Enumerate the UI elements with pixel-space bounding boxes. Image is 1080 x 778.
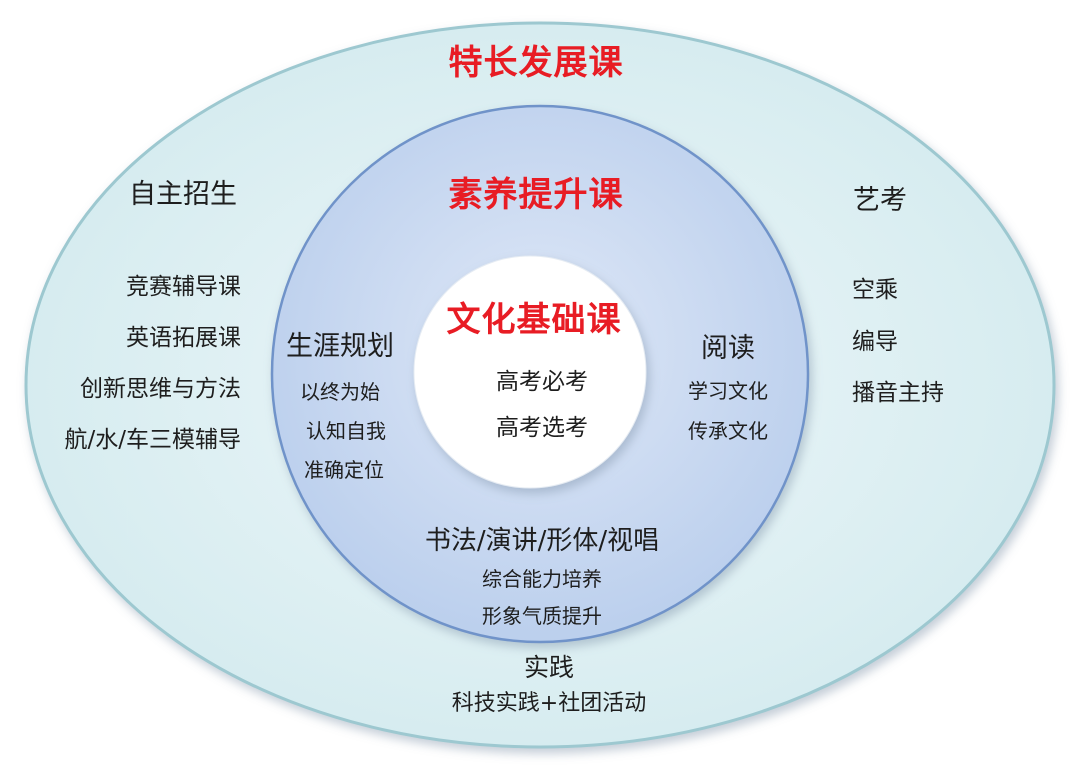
middle-right-item: 传承文化 — [688, 419, 768, 443]
middle-bottom-item: 综合能力培养 — [482, 567, 602, 591]
middle-right-heading: 阅读 — [701, 333, 755, 364]
outer-left-item: 英语拓展课 — [126, 325, 241, 351]
outer-left-item: 创新思维与方法 — [80, 376, 241, 402]
outer-left-item: 竞赛辅导课 — [126, 274, 241, 300]
middle-bottom-heading: 书法/演讲/形体/视唱 — [424, 526, 660, 556]
middle-left-item: 准确定位 — [304, 458, 384, 482]
outer-right-item: 空乘 — [852, 277, 898, 303]
outer-right-item: 播音主持 — [852, 380, 944, 406]
outer-title: 特长发展课 — [448, 43, 624, 83]
inner-circle — [413, 255, 647, 489]
inner-item: 高考选考 — [496, 415, 588, 441]
middle-left-item: 认知自我 — [306, 419, 386, 443]
inner-title: 文化基础课 — [446, 300, 622, 340]
outer-bottom-heading: 实践 — [523, 653, 575, 682]
outer-left-item: 航/水/车三模辅导 — [64, 427, 242, 453]
outer-right-item: 编导 — [852, 329, 898, 355]
inner-item: 高考必考 — [496, 369, 588, 395]
middle-left-item: 以终为始 — [300, 380, 380, 404]
outer-bottom-item: 科技实践+社团活动 — [451, 691, 647, 716]
outer-left-heading: 自主招生 — [129, 179, 237, 210]
middle-right-item: 学习文化 — [688, 379, 768, 403]
middle-bottom-item: 形象气质提升 — [482, 604, 602, 628]
middle-title: 素养提升课 — [448, 175, 624, 215]
outer-right-heading: 艺考 — [853, 185, 907, 216]
middle-left-heading: 生涯规划 — [286, 331, 394, 362]
